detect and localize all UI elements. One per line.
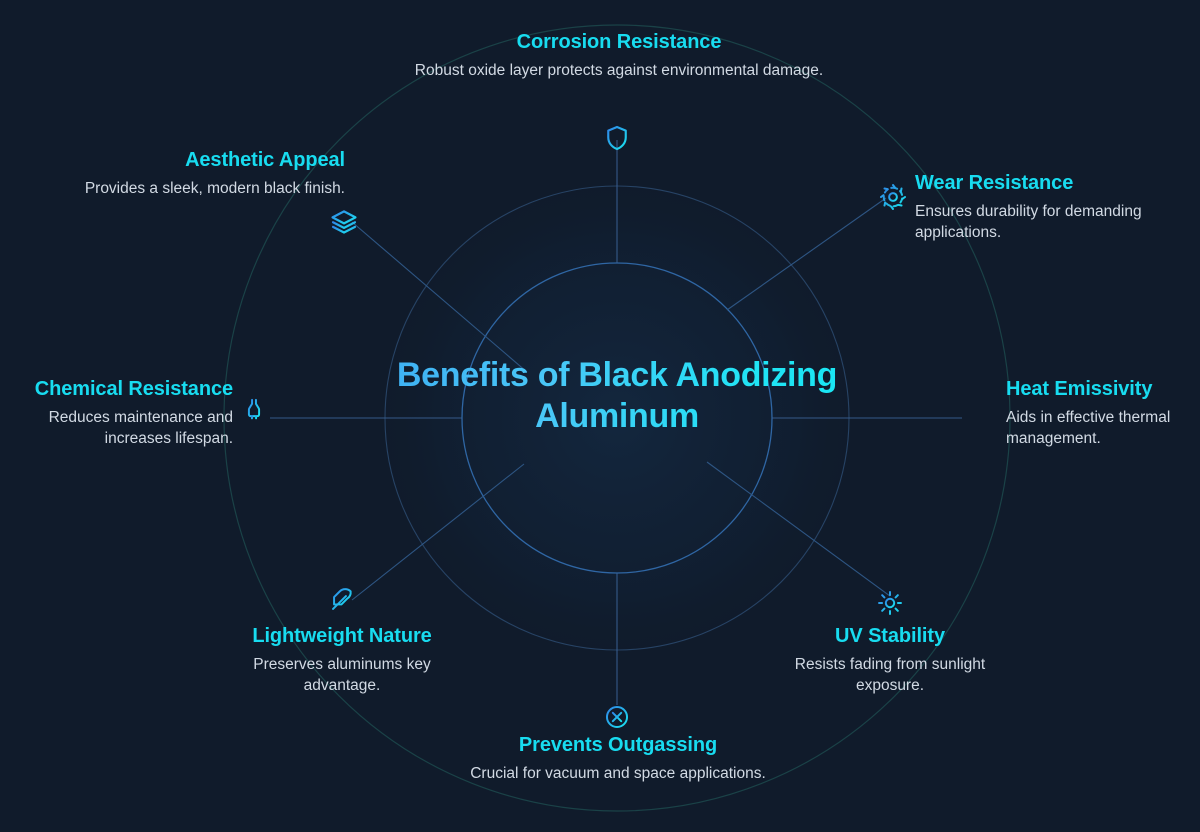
node-uv-stability[interactable]: UV Stability Resists fading from sunligh… xyxy=(775,624,1005,696)
sun-icon xyxy=(876,589,906,619)
node-heat-emissivity[interactable]: Heat Emissivity Aids in effective therma… xyxy=(1006,377,1200,449)
node-description: Ensures durability for demanding applica… xyxy=(915,203,1142,241)
page-title-line-2: Aluminum xyxy=(535,397,699,436)
node-description: Reduces maintenance and increases lifesp… xyxy=(48,409,233,447)
heat-waves-icon xyxy=(964,398,994,428)
node-description: Preserves aluminums key advantage. xyxy=(253,656,431,694)
center-glow xyxy=(367,168,867,668)
node-wear-resistance[interactable]: Wear Resistance Ensures durability for d… xyxy=(915,171,1190,243)
node-title: Corrosion Resistance xyxy=(516,31,722,53)
node-description: Aids in effective thermal management. xyxy=(1006,409,1171,447)
node-title: Wear Resistance xyxy=(915,172,1074,194)
page-title-line-1: Benefits of Black Anodizing xyxy=(396,356,838,394)
node-aesthetic-appeal[interactable]: Aesthetic Appeal Provides a sleek, moder… xyxy=(53,148,345,200)
node-title: Prevents Outgassing xyxy=(518,734,718,756)
node-title: Aesthetic Appeal xyxy=(185,149,345,171)
layers-icon xyxy=(329,207,359,237)
node-title: Chemical Resistance xyxy=(34,378,233,400)
node-title: Lightweight Nature xyxy=(252,625,432,647)
spoke-aesthetic xyxy=(351,221,528,373)
outer-ring xyxy=(223,24,1011,812)
node-description: Robust oxide layer protects against envi… xyxy=(414,62,824,79)
feather-icon xyxy=(328,586,358,616)
node-prevents-outgassing[interactable]: Prevents Outgassing Crucial for vacuum a… xyxy=(390,733,846,785)
node-title: UV Stability xyxy=(835,625,945,647)
gear-icon xyxy=(878,182,908,212)
node-lightweight-nature[interactable]: Lightweight Nature Preserves aluminums k… xyxy=(225,624,459,696)
x-circle-icon xyxy=(603,703,633,733)
spoke-wear xyxy=(726,197,887,311)
spoke-lightweight xyxy=(351,463,525,601)
node-title: Heat Emissivity xyxy=(1006,378,1153,400)
node-description: Resists fading from sunlight exposure. xyxy=(794,656,986,694)
flask-icon xyxy=(241,396,271,426)
spoke-uv xyxy=(706,461,891,597)
page-title: Benefits of Black Anodizing Aluminum xyxy=(330,355,904,438)
shield-icon xyxy=(602,123,632,153)
node-corrosion-resistance[interactable]: Corrosion Resistance Robust oxide layer … xyxy=(389,30,849,82)
node-description: Provides a sleek, modern black finish. xyxy=(84,180,345,197)
node-chemical-resistance[interactable]: Chemical Resistance Reduces maintenance … xyxy=(14,377,233,449)
node-description: Crucial for vacuum and space application… xyxy=(470,765,766,782)
